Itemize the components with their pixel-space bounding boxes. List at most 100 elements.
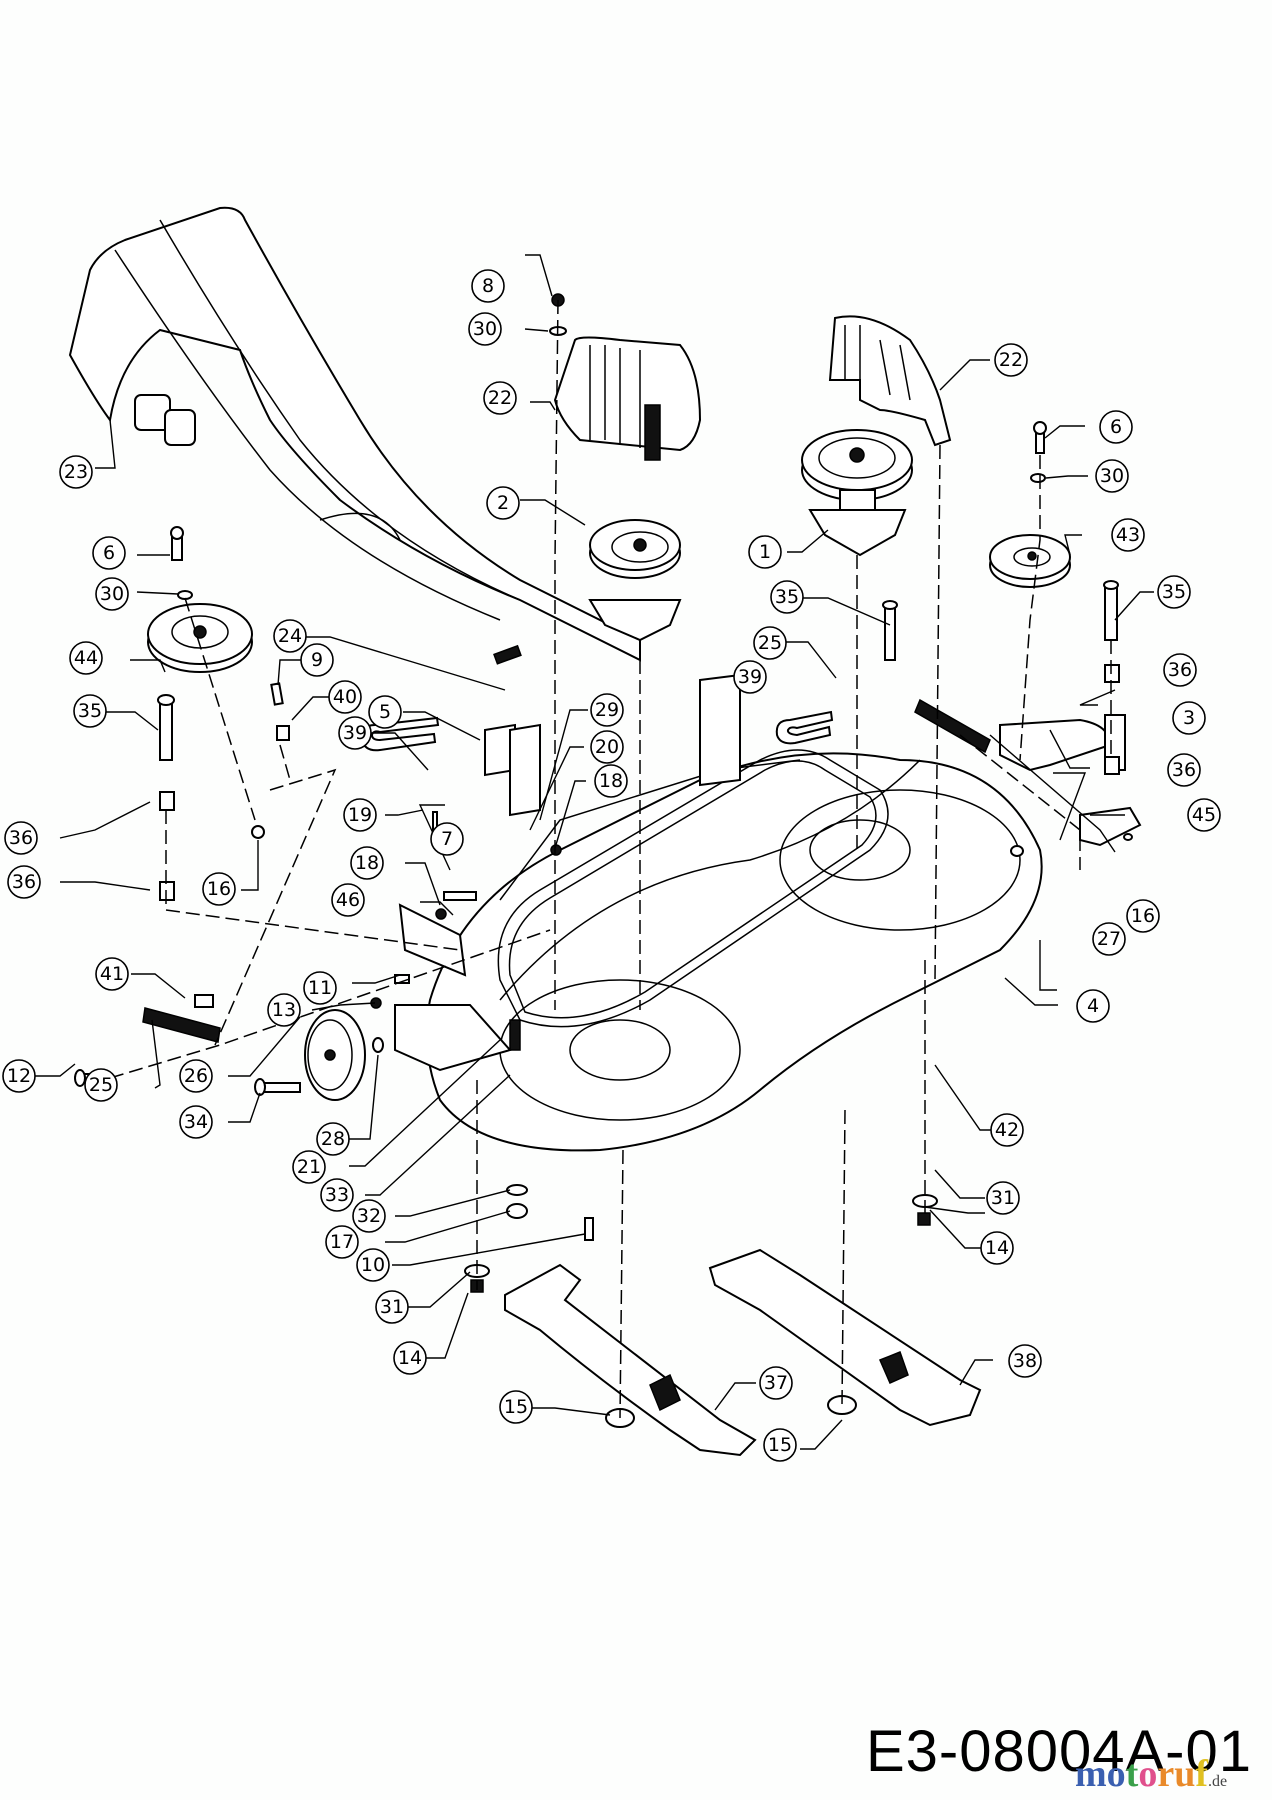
callout-8[interactable]: 8 — [471, 269, 505, 303]
svg-text:30: 30 — [473, 318, 497, 340]
watermark-domain: .de — [1207, 1773, 1228, 1790]
callout-46[interactable]: 46 — [331, 883, 365, 917]
callout-39[interactable]: 39 — [338, 716, 372, 750]
callout-7[interactable]: 7 — [430, 822, 464, 856]
callout-21[interactable]: 21 — [292, 1150, 326, 1184]
callout-36[interactable]: 36 — [4, 821, 38, 855]
callout-34[interactable]: 34 — [179, 1105, 213, 1139]
callout-28[interactable]: 28 — [316, 1122, 350, 1156]
svg-text:9: 9 — [311, 649, 323, 671]
svg-text:36: 36 — [12, 871, 36, 893]
svg-text:45: 45 — [1192, 804, 1216, 826]
svg-text:8: 8 — [482, 275, 494, 297]
callout-36[interactable]: 36 — [1167, 753, 1201, 787]
spring-25-left — [142, 1007, 221, 1043]
callout-6[interactable]: 6 — [1099, 410, 1133, 444]
callout-14[interactable]: 14 — [393, 1341, 427, 1375]
belt-cover-right — [828, 315, 952, 447]
callout-16[interactable]: 16 — [202, 872, 236, 906]
callout-18[interactable]: 18 — [350, 846, 384, 880]
callout-14[interactable]: 14 — [980, 1231, 1014, 1265]
svg-text:35: 35 — [775, 586, 799, 608]
callout-42[interactable]: 42 — [990, 1113, 1024, 1147]
callout-29[interactable]: 29 — [590, 693, 624, 727]
callout-15[interactable]: 15 — [763, 1428, 797, 1462]
callout-24[interactable]: 24 — [273, 619, 307, 653]
gauge-wheel-26 — [304, 1009, 384, 1101]
callout-11[interactable]: 11 — [303, 971, 337, 1005]
svg-text:33: 33 — [325, 1184, 349, 1206]
callout-10[interactable]: 10 — [356, 1248, 390, 1282]
watermark-letter: f — [1195, 1753, 1208, 1795]
callout-44[interactable]: 44 — [69, 641, 103, 675]
callout-33[interactable]: 33 — [320, 1178, 354, 1212]
spring-25-right — [914, 698, 991, 754]
callout-4[interactable]: 4 — [1076, 989, 1110, 1023]
callout-1[interactable]: 1 — [748, 535, 782, 569]
callout-31[interactable]: 31 — [375, 1290, 409, 1324]
callout-16[interactable]: 16 — [1126, 899, 1160, 933]
watermark-letter: u — [1174, 1753, 1196, 1795]
callout-13[interactable]: 13 — [267, 993, 301, 1027]
drawing-code: E3-08004A-01 — [865, 1719, 1252, 1784]
callout-17[interactable]: 17 — [325, 1225, 359, 1259]
svg-text:13: 13 — [272, 999, 296, 1021]
watermark-letter: o — [1106, 1753, 1126, 1795]
callout-20[interactable]: 20 — [590, 730, 624, 764]
callout-2[interactable]: 2 — [486, 486, 520, 520]
callout-30[interactable]: 30 — [468, 312, 502, 346]
blade-38 — [708, 1248, 982, 1427]
callout-38[interactable]: 38 — [1008, 1344, 1042, 1378]
callout-12[interactable]: 12 — [2, 1059, 36, 1093]
callout-18[interactable]: 18 — [594, 764, 628, 798]
callout-35[interactable]: 35 — [1157, 575, 1191, 609]
blade-37 — [504, 1263, 757, 1457]
callout-30[interactable]: 30 — [1095, 459, 1129, 493]
callout-23[interactable]: 23 — [59, 455, 93, 489]
callout-26[interactable]: 26 — [179, 1059, 213, 1093]
callout-43[interactable]: 43 — [1111, 518, 1145, 552]
callout-45[interactable]: 45 — [1187, 798, 1221, 832]
callout-40[interactable]: 40 — [328, 680, 362, 714]
callout-27[interactable]: 27 — [1092, 922, 1126, 956]
callout-3[interactable]: 3 — [1172, 701, 1206, 735]
callout-35[interactable]: 35 — [73, 694, 107, 728]
svg-text:14: 14 — [985, 1237, 1009, 1259]
callout-25[interactable]: 25 — [84, 1068, 118, 1102]
callout-36[interactable]: 36 — [1163, 653, 1197, 687]
callout-41[interactable]: 41 — [95, 957, 129, 991]
svg-text:36: 36 — [9, 827, 33, 849]
svg-text:35: 35 — [78, 700, 102, 722]
svg-text:17: 17 — [330, 1231, 354, 1253]
callout-5[interactable]: 5 — [368, 695, 402, 729]
callout-31[interactable]: 31 — [986, 1181, 1020, 1215]
callout-22[interactable]: 22 — [994, 343, 1028, 377]
svg-text:36: 36 — [1168, 659, 1192, 681]
callout-36[interactable]: 36 — [7, 865, 41, 899]
callout-25[interactable]: 25 — [753, 626, 787, 660]
callout-9[interactable]: 9 — [300, 643, 334, 677]
svg-text:7: 7 — [441, 828, 453, 850]
callout-35[interactable]: 35 — [770, 580, 804, 614]
callout-15[interactable]: 15 — [499, 1390, 533, 1424]
spindle-assembly-2 — [588, 519, 682, 642]
svg-text:15: 15 — [504, 1396, 528, 1418]
bracket-5-29 — [484, 673, 741, 817]
svg-text:21: 21 — [297, 1156, 321, 1178]
idler-pulley-44 — [147, 603, 253, 673]
callout-32[interactable]: 32 — [352, 1199, 386, 1233]
callout-37[interactable]: 37 — [759, 1366, 793, 1400]
svg-text:4: 4 — [1087, 995, 1099, 1017]
belt-cover-left — [553, 336, 702, 461]
watermark-letter: o — [1138, 1753, 1158, 1795]
watermark-logo: motoruf.de — [1075, 1752, 1227, 1796]
callout-6[interactable]: 6 — [92, 536, 126, 570]
svg-text:2: 2 — [497, 492, 509, 514]
callout-22[interactable]: 22 — [483, 381, 517, 415]
callout-19[interactable]: 19 — [343, 798, 377, 832]
callout-30[interactable]: 30 — [95, 577, 129, 611]
svg-text:15: 15 — [768, 1434, 792, 1456]
callout-39[interactable]: 39 — [733, 660, 767, 694]
svg-text:20: 20 — [595, 736, 619, 758]
